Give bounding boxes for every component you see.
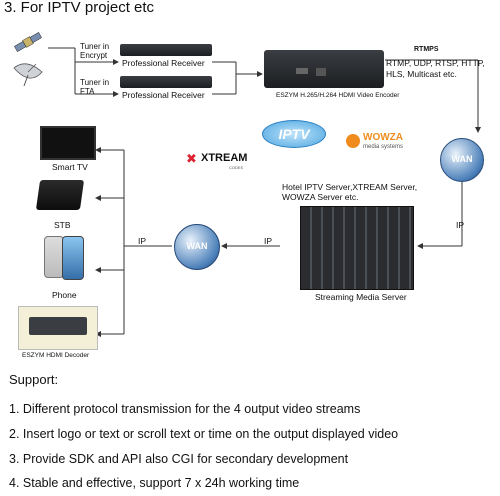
ip-label-left: IP — [138, 236, 147, 246]
wan-globe-icon-middle: WAN — [174, 224, 220, 270]
server-caption: Streaming Media Server — [315, 292, 407, 302]
smart-tv-icon — [40, 126, 96, 160]
iptv-logo-text: IPTV — [278, 126, 310, 142]
wan-label-right: WAN — [451, 154, 473, 164]
page-title: 3. For IPTV project etc — [4, 0, 155, 16]
decoder-frame — [18, 306, 98, 350]
wowza-logo-sub: media systems — [363, 144, 404, 150]
receiver-device-2 — [120, 76, 212, 88]
phone-icon-1 — [44, 236, 64, 278]
iptv-logo: IPTV — [262, 120, 326, 148]
wowza-logo-icon — [346, 134, 360, 148]
protocol-line-2: HLS, Multicast etc. — [386, 69, 457, 79]
wowza-logo-text: WOWZA — [363, 132, 403, 143]
support-item: 4. Stable and effective, support 7 x 24h… — [9, 476, 300, 490]
ip-label-center: IP — [264, 236, 273, 246]
tuner-fta-label: Tuner in FTA — [80, 78, 110, 96]
xtream-logo-icon: ✖ — [186, 151, 197, 166]
receiver-device-1 — [120, 44, 212, 56]
wan-globe-icon-right: WAN — [440, 138, 484, 182]
stb-label: STB — [54, 220, 71, 230]
smart-tv-label: Smart TV — [52, 162, 88, 172]
receiver-label-2: Professional Receiver — [122, 90, 205, 100]
support-title: Support: — [9, 372, 59, 387]
wan-label-middle: WAN — [186, 241, 208, 251]
server-text-box: Hotel IPTV Server,XTREAM Server, WOWZA S… — [282, 182, 432, 206]
encoder-device — [264, 50, 384, 88]
ip-label-right: IP — [456, 220, 465, 230]
xtream-logo-sub: CODES — [229, 165, 244, 170]
decoder-device-icon — [29, 317, 87, 335]
receiver-label-1: Professional Receiver — [122, 58, 205, 68]
phone-icon-2 — [62, 236, 84, 280]
support-item: 2. Insert logo or text or scroll text or… — [9, 427, 399, 441]
stb-icon — [35, 180, 85, 210]
encoder-label: ESZYM H.265/H.264 HDMI Video Encoder — [276, 92, 400, 99]
server-rack-icon — [300, 206, 414, 290]
ethernet-port-icon — [316, 68, 326, 76]
server-description: Hotel IPTV Server,XTREAM Server, WOWZA S… — [282, 182, 418, 202]
tuner-encrypt-label: Tuner in Encrypt — [80, 42, 110, 60]
protocol-head: RTMPS — [414, 46, 439, 53]
decoder-label: ESZYM HDMI Decoder — [22, 352, 90, 359]
hdmi-port-icon — [296, 68, 308, 74]
xtream-logo-text: XTREAM — [201, 152, 248, 164]
support-item: 3. Provide SDK and API also CGI for seco… — [9, 452, 349, 466]
phone-label: Phone — [52, 290, 77, 300]
support-item: 1. Different protocol transmission for t… — [9, 402, 361, 416]
protocol-line-1: RTMP, UDP, RTSP, HTTP, — [386, 58, 485, 68]
